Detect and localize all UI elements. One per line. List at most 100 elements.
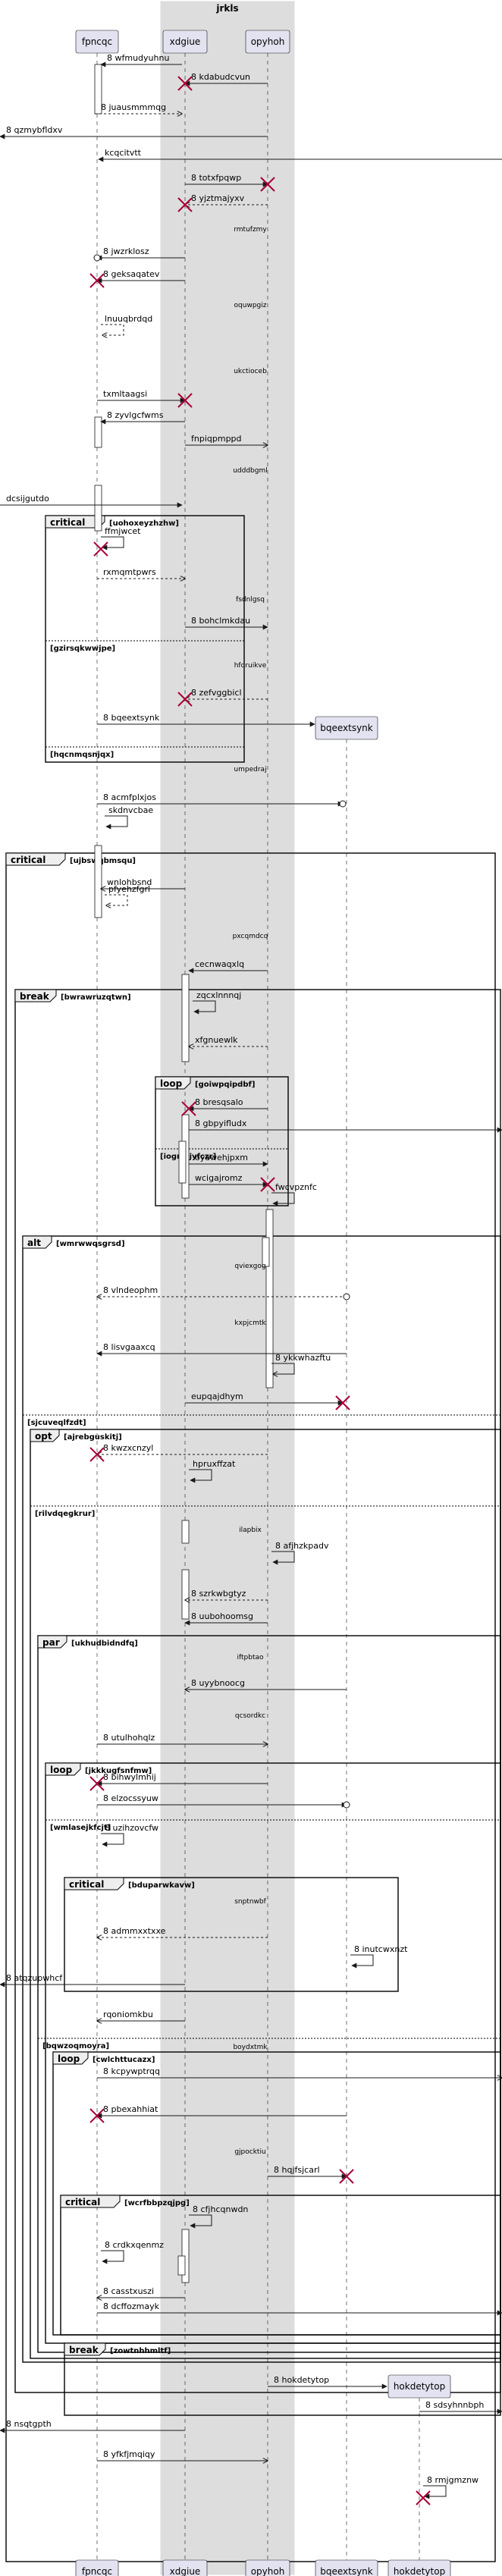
participant-rect [245,30,290,54]
fragment-guard: [ukhudbidndfq] [71,1639,138,1648]
message: 8 casstxuszi [97,2286,185,2298]
fragment-keyword: critical [11,855,45,865]
fragment-tab [64,2342,106,2356]
message-label: 8 pbexahhiat [103,2104,158,2114]
message-label: 8 sdsyhnnbph [425,2400,484,2410]
fragment-tab [14,989,57,1002]
message-line [101,536,124,551]
message-label: lnuuqbrdqd [105,314,152,324]
self-message: pfyehzfgrl [105,884,150,905]
participant-rect [387,2374,451,2399]
fragment-tab [45,1762,81,1776]
participant-group-title: jrkls [215,3,238,14]
message-line [101,324,124,335]
message-label: 8 kcpywptrqq [103,2066,160,2076]
divider-label: pxcqmdcq [233,933,268,940]
message-label: wnlohbsnd [107,877,152,887]
message: 8 zyvlgcfwms [100,410,185,425]
message: wcigajromz [189,1173,268,1188]
fragment-critical: critical[uohoxeyzhzhw] [45,515,245,763]
activation-bar [94,416,102,448]
self-message: 8 cfjhcqnwdn [189,2204,248,2229]
message: 8 bohclmkdau [185,616,268,630]
message-label: 8 bresqsalo [195,1097,243,1107]
message-line [271,1363,295,1374]
message: 8 kwzxcnzyl [97,1443,268,1454]
message: txmltaagsi [97,389,186,403]
else-guard: [rilvdqegkrur] [35,1510,95,1518]
message-line [423,2485,447,2499]
self-message: 8 crdkxqenmz [101,2240,164,2264]
destroy-stroke [260,177,275,192]
fragment-keyword: alt [27,1238,41,1248]
message: 8 bihwylmhij [96,1772,268,1787]
endpoint-circle [343,1801,350,1809]
self-message: 8 rmjgmznw [423,2475,478,2499]
self-message: 8 uzihzovcfw [101,1823,158,1847]
message: 8 sdsyhnnbph [419,2400,502,2414]
message-label: txmltaagsi [103,389,147,399]
fragment-guard: [ajrebguskitj] [64,1433,122,1442]
divider-label: udddbgml [233,467,268,475]
participant-box: bqeextsynk [315,2559,378,2576]
message: eupqajdhym [185,1392,344,1406]
message: 8 atqzupwhcf [0,1973,185,1988]
fragment-frame [64,1877,399,1992]
fragment-break: break[zowtnhhmltf] [64,2342,501,2416]
fragment-tab [52,2051,89,2065]
destroy-mark [93,541,108,557]
message-line [271,1551,295,1565]
message-label: rxmqmtpwrs [103,567,156,577]
message-label: eupqajdhym [191,1392,243,1401]
message-line [350,1954,374,1969]
divider-label: snptnwbf [234,1898,266,1906]
message-label: 8 uubohoomsg [191,1611,253,1621]
self-message: 8 afjhzkpadv [271,1541,329,1565]
activation-bar [94,845,102,918]
message-label: 8 atqzupwhcf [6,1973,63,1983]
endpoint-circle [343,1293,350,1301]
message: dcsijgutdo [0,494,183,508]
destroy-mark [177,692,193,707]
else-guard: [sjcuveqlfzdt] [27,1419,86,1427]
destroy-stroke [89,2108,105,2123]
message-label: 8 nsqtgpth [6,2419,52,2429]
participant-label: bqeextsynk [320,2566,373,2576]
fragment-loop: loop[goiwpqipdbf] [155,1076,289,1206]
destroy-stroke [260,1177,275,1192]
message-label: 8 szrkwbgtyz [191,1589,246,1599]
participant-rect [75,30,119,54]
fragment-keyword: critical [50,517,85,528]
self-message: ffmjwcet [101,526,141,551]
message: 8 kcpywptrqq [97,2066,502,2078]
message-label: 8 casstxuszi [103,2286,154,2296]
destroy-stroke [89,1447,105,1462]
divider-label: gjpocktiu [234,2148,265,2156]
destroy-stroke [335,1395,350,1410]
divider-label: ukctioceb [234,368,267,375]
participant-label: hokdetytop [394,2381,445,2392]
message-label: xfgnuewlk [195,1035,238,1045]
participant-box: xdgiue [162,2559,208,2576]
activation-bar [177,2255,186,2276]
participant-label: xdgiue [170,2566,201,2576]
destroy-mark [89,1447,105,1462]
endpoint-circle [93,254,101,262]
fragment-tab [22,1235,52,1249]
message-line [105,815,128,830]
message: 8 jwzrklosz [96,246,185,261]
activation-bar [181,1520,190,1544]
message-label: 8 yfkfjmqiqy [103,2449,155,2459]
fragment-frame [64,2342,501,2416]
participant-label: opyhoh [251,36,285,47]
divider-label: kxpjcmtk [234,1319,266,1327]
message-label: 8 dcffozmayk [103,2301,160,2311]
message-label: zqcxlnnnqj [196,990,241,1000]
participant-rect [315,716,378,740]
message-label: 8 bihwylmhij [103,1772,156,1782]
destroy-stroke [177,393,193,408]
activation-bar [94,64,102,115]
participant-box: opyhoh [245,30,290,54]
message-label: 8 gbpyifludx [195,1119,247,1128]
fragment-keyword: critical [65,2197,100,2207]
